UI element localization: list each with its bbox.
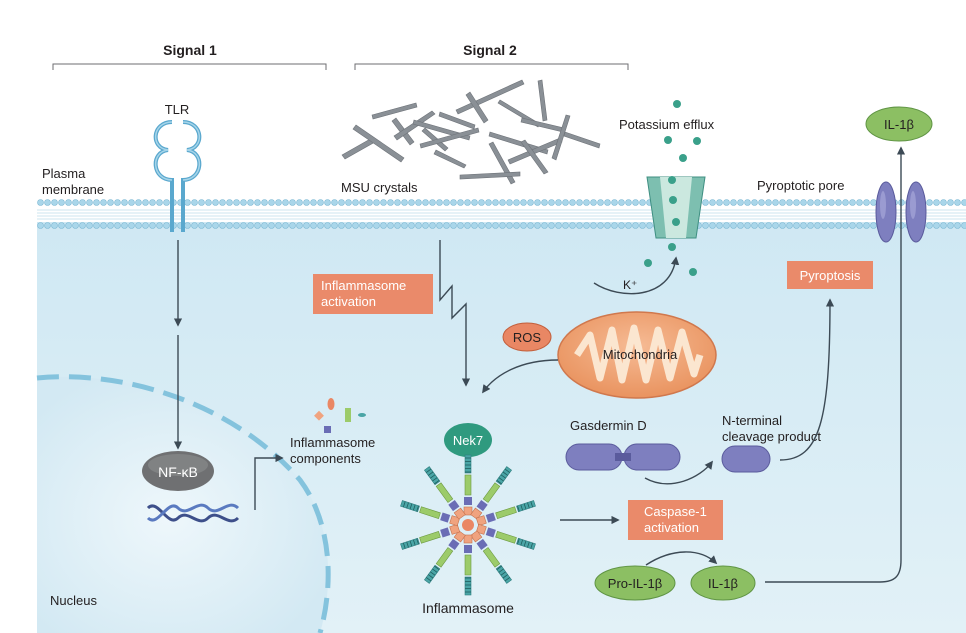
inflammasome-arm (463, 454, 473, 516)
tlr-label: TLR (165, 102, 190, 117)
gasdermin-cleavage-arrow (644, 460, 714, 485)
inflammasome-arm (424, 466, 466, 520)
gasdermin-protein (565, 443, 681, 471)
signal2-bracket (354, 63, 629, 70)
mitochondria-to-nek7-arrow (482, 359, 559, 394)
inflammasome-arm (400, 523, 461, 550)
msu-label: MSU crystals (341, 180, 418, 195)
il1b-secreted-label: IL-1β (884, 117, 914, 132)
inflammasome-arm (475, 500, 536, 527)
plasma-membrane-label-1: Plasma (42, 166, 86, 181)
nterminal-to-pyroptosis-arrow (779, 298, 835, 461)
inflammasome-arm (424, 530, 466, 584)
potassium-efflux-label: Potassium efflux (619, 117, 715, 132)
il1b-secreted: IL-1β (865, 106, 933, 142)
crystal-signal-arrow (439, 240, 471, 387)
nucleus-label: Nucleus (50, 593, 97, 608)
inflammasome-core (462, 519, 474, 531)
nterminal-label-2: cleavage product (722, 429, 821, 444)
caspase-activation-box (628, 500, 723, 540)
plasma-membrane (37, 199, 966, 230)
nek7-label: Nek7 (453, 433, 483, 448)
caspase-activation-label-1: Caspase-1 (644, 504, 707, 519)
ros-molecule: ROS (502, 322, 552, 352)
inflammasome-activation-label-1: Inflammasome (321, 278, 406, 293)
inflammasome-arm (475, 523, 536, 550)
potassium-channel (646, 176, 706, 239)
mitochondria-label: Mitochondria (603, 347, 678, 362)
nterminal-product (721, 445, 771, 473)
ros-label: ROS (513, 330, 542, 345)
signal1-bracket (52, 63, 327, 70)
inflammasome-complex (400, 454, 536, 596)
signal1-label: Signal 1 (163, 42, 217, 58)
nek7-protein: Nek7 (444, 423, 492, 457)
inflammasome-arm (470, 530, 512, 584)
il1b-secretion-arrow (765, 146, 906, 583)
pro-il1b-label: Pro-IL-1β (608, 576, 662, 591)
inflammasome-arm (400, 500, 461, 527)
inflammasome-components-icon (314, 398, 366, 433)
components-label-1: Inflammasome (290, 435, 375, 450)
caspase-activation-label-2: activation (644, 520, 699, 535)
dna-helix-icon (146, 503, 240, 523)
pyroptosis-label: Pyroptosis (800, 268, 861, 283)
nterminal-label-1: N-terminal (722, 413, 782, 428)
signal2-label: Signal 2 (463, 42, 517, 58)
transcription-arrow (254, 453, 284, 510)
tlr-receptor (153, 120, 202, 232)
il1b-label: IL-1β (708, 576, 738, 591)
il1b-cleavage-arrow (645, 551, 718, 566)
pyroptosis-box (787, 261, 873, 289)
inflammasome-activation-label-2: activation (321, 294, 376, 309)
plasma-membrane-label-2: membrane (42, 182, 104, 197)
components-label-2: components (290, 451, 361, 466)
mitochondria-organelle: Mitochondria (557, 311, 717, 399)
msu-crystals-icon (341, 79, 601, 185)
pyroptotic-pore (875, 181, 927, 243)
pro-il1b-protein: Pro-IL-1β (594, 565, 676, 601)
inflammasome-arm (470, 466, 512, 520)
inflammasome-arm (463, 534, 473, 596)
gasdermin-label: Gasdermin D (570, 418, 647, 433)
inflammasome-label: Inflammasome (422, 600, 514, 616)
il1b-protein: IL-1β (690, 565, 756, 601)
inflammasome-activation-box (313, 274, 433, 314)
nfkb-protein: NF-κB (142, 451, 214, 491)
pyroptotic-pore-label: Pyroptotic pore (757, 178, 844, 193)
potassium-ions-icon (644, 100, 701, 276)
k-ion-label: K⁺ (623, 278, 637, 292)
potassium-efflux-arrow (593, 256, 680, 295)
nfkb-label: NF-κB (158, 464, 198, 480)
